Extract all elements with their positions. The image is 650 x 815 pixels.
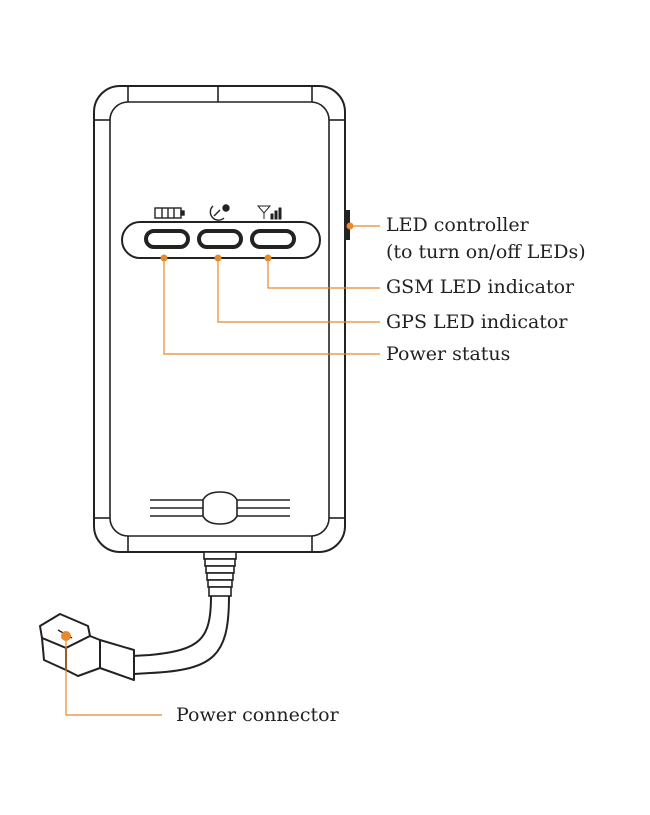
- power-connector-dot: [61, 631, 71, 641]
- device-body: [93, 85, 346, 553]
- callout-dots: [61, 222, 354, 641]
- callout-lines: [65, 225, 380, 716]
- cable-strain-relief: [203, 551, 237, 597]
- satellite-dish-icon: [209, 204, 230, 221]
- led-panel: [121, 221, 321, 259]
- gps-led-label: GPS LED indicator: [386, 311, 568, 333]
- gsm-led-dot: [264, 254, 272, 262]
- led-controller-dot: [346, 222, 354, 230]
- battery-icon: [154, 207, 185, 219]
- vent-slot: [150, 491, 290, 525]
- power-status-label: Power status: [386, 343, 511, 365]
- power-status-dot: [160, 254, 168, 262]
- gsm-led: [250, 229, 296, 249]
- power-led: [144, 229, 190, 249]
- gps-led-dot: [214, 254, 222, 262]
- gps-led: [197, 229, 243, 249]
- cable: [131, 595, 230, 675]
- led-controller-sublabel: (to turn on/off LEDs): [386, 241, 586, 263]
- gsm-led-label: GSM LED indicator: [386, 276, 575, 298]
- led-controller-label: LED controller: [386, 214, 529, 236]
- power-connector-label: Power connector: [176, 704, 339, 726]
- power-connector: [39, 613, 135, 681]
- signal-bars-icon: [256, 205, 282, 220]
